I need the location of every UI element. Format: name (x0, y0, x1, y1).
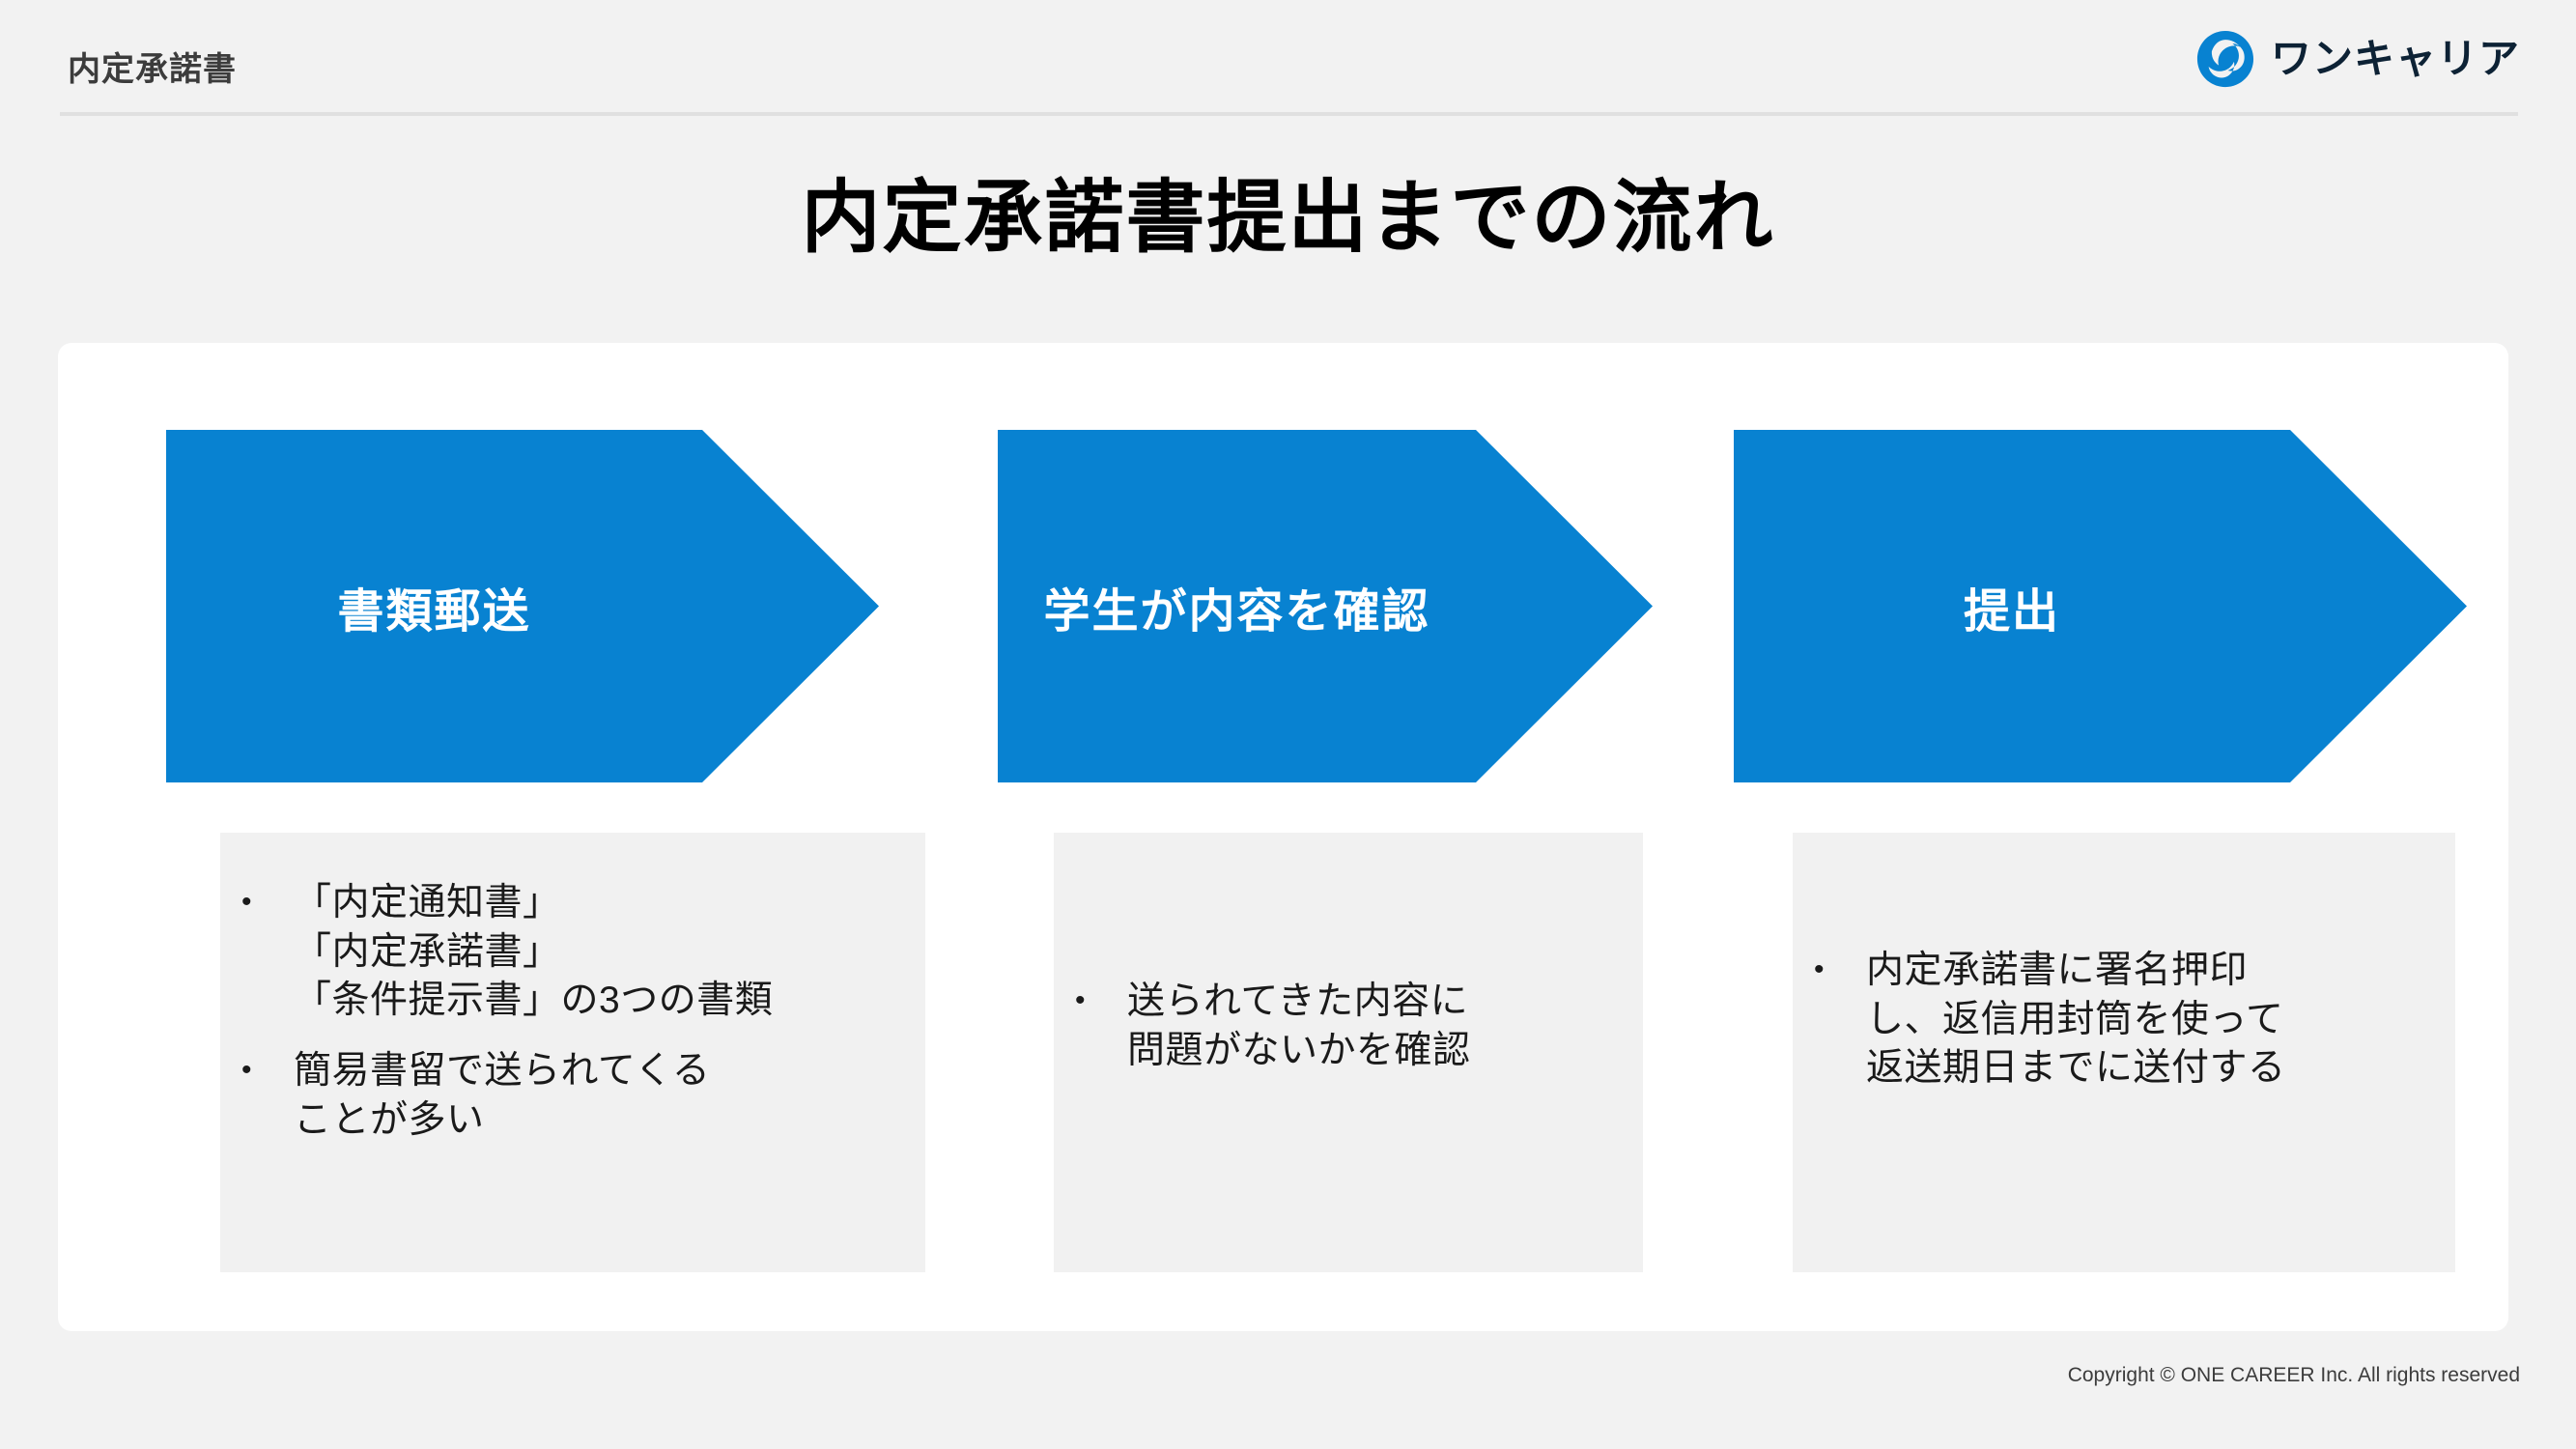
step-3-chevron: 提出 (1734, 430, 2467, 782)
header-divider (60, 112, 2518, 116)
step-2-chevron: 学生が内容を確認 (998, 430, 1653, 782)
bullet-dot-icon: • (1814, 953, 1826, 985)
header-title: 内定承諾書 (68, 51, 237, 88)
step-1-detail-box: • 「内定通知書」 「内定承諾書」 「条件提示書」の3つの書類 • 簡易書留で送… (220, 833, 925, 1272)
slide-header: 内定承諾書 ワンキャリア (0, 0, 2576, 116)
list-item: • 送られてきた内容に 問題がないかを確認 (1075, 978, 1633, 1075)
list-item: • 簡易書留で送られてくる ことが多い (241, 1047, 916, 1145)
step-1-label: 書類郵送 (337, 585, 531, 638)
list-item: • 「内定通知書」 「内定承諾書」 「条件提示書」の3つの書類 (241, 879, 916, 1026)
step-1-bullet-list: • 「内定通知書」 「内定承諾書」 「条件提示書」の3つの書類 • 簡易書留で送… (220, 879, 925, 1145)
bullet-text: 送られてきた内容に 問題がないかを確認 (1127, 980, 1471, 1071)
list-item: • 内定承諾書に署名押印 し、返信用封筒を使って 返送期日までに送付する (1814, 947, 2446, 1094)
footer-copyright: Copyright © ONE CAREER Inc. All rights r… (2067, 1364, 2520, 1386)
bullet-dot-icon: • (241, 1054, 253, 1087)
bullet-text: 「内定通知書」 「内定承諾書」 「条件提示書」の3つの書類 (294, 882, 774, 1022)
content-card: 書類郵送 • 「内定通知書」 「内定承諾書」 「条件提示書」の3つの書類 • 簡… (58, 343, 2508, 1331)
bullet-text: 簡易書留で送られてくる ことが多い (294, 1050, 711, 1141)
bullet-dot-icon: • (1075, 984, 1087, 1016)
step-2-detail-box: • 送られてきた内容に 問題がないかを確認 (1054, 833, 1643, 1272)
one-career-swirl-icon (2196, 30, 2254, 88)
step-1-chevron: 書類郵送 (166, 430, 879, 782)
page-title: 内定承諾書提出までの流れ (801, 174, 1775, 262)
step-2-bullet-list: • 送られてきた内容に 問題がないかを確認 (1054, 978, 1643, 1075)
brand-name: ワンキャリア (2270, 36, 2520, 81)
step-3-detail-box: • 内定承諾書に署名押印 し、返信用封筒を使って 返送期日までに送付する (1793, 833, 2455, 1272)
step-3-bullet-list: • 内定承諾書に署名押印 し、返信用封筒を使って 返送期日までに送付する (1793, 947, 2455, 1094)
step-2-label: 学生が内容を確認 (1043, 585, 1430, 638)
bullet-text: 内定承諾書に署名押印 し、返信用封筒を使って 返送期日までに送付する (1866, 950, 2286, 1090)
bullet-dot-icon: • (241, 886, 253, 918)
step-3-label: 提出 (1963, 585, 2060, 638)
brand-logo: ワンキャリア (2195, 29, 2520, 89)
